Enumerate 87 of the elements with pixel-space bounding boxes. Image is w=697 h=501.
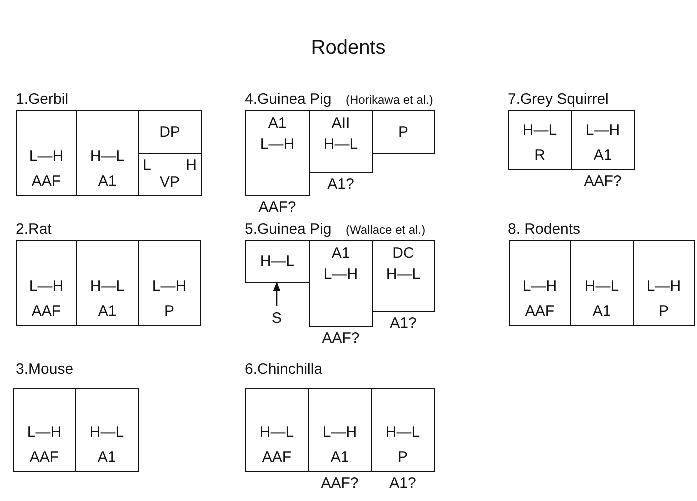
area-note: A1? bbox=[390, 316, 417, 331]
panel-heading: 4.Guinea Pig bbox=[245, 92, 332, 107]
area-text: P bbox=[658, 304, 669, 319]
area-text: A1 bbox=[268, 116, 287, 131]
panel-heading: 5.Guinea Pig bbox=[245, 222, 332, 237]
citation-text: (Wallace et al.) bbox=[346, 224, 426, 236]
area-text: L—H bbox=[522, 279, 558, 294]
area-text: H—L bbox=[260, 425, 294, 440]
area-cell bbox=[138, 110, 202, 154]
area-text: A1 bbox=[98, 304, 117, 319]
area-text: L—H bbox=[322, 425, 358, 440]
area-cell bbox=[245, 240, 310, 283]
area-cell bbox=[138, 240, 201, 326]
area-note: A1? bbox=[328, 177, 354, 192]
area-text: DC bbox=[392, 246, 414, 261]
area-text: L—H bbox=[29, 149, 64, 164]
area-text: A1 bbox=[98, 450, 116, 465]
area-cell bbox=[508, 110, 572, 170]
area-cell bbox=[13, 388, 76, 472]
arrow bbox=[273, 282, 281, 306]
area-text: H—L bbox=[260, 254, 295, 269]
area-text: H—L bbox=[584, 279, 620, 294]
area-note: AAF? bbox=[322, 331, 360, 346]
area-text: H—L bbox=[90, 425, 124, 440]
area-cell bbox=[570, 240, 634, 326]
area-text: L—H bbox=[29, 279, 64, 294]
area-text: L—H bbox=[152, 279, 187, 294]
area-text: L—H bbox=[646, 279, 682, 294]
diagram-title: Rodents bbox=[310, 38, 387, 58]
area-cell bbox=[16, 240, 77, 326]
area-text: A1 bbox=[98, 174, 117, 189]
area-text: H—L bbox=[324, 137, 358, 152]
area-text: A1 bbox=[332, 246, 350, 261]
area-cell bbox=[308, 388, 372, 472]
area-text: A1 bbox=[592, 304, 612, 319]
arrow-label: S bbox=[272, 310, 282, 326]
area-cell bbox=[75, 388, 139, 472]
area-note: AAF? bbox=[258, 200, 296, 215]
area-text: AAF bbox=[262, 450, 292, 465]
area-text: DP bbox=[160, 124, 180, 140]
area-text: P bbox=[164, 304, 174, 319]
area-text: L—H bbox=[586, 123, 620, 138]
area-note: AAF? bbox=[321, 476, 359, 491]
area-cell bbox=[245, 388, 309, 472]
area-cell bbox=[245, 110, 310, 196]
area-text: L—H bbox=[260, 137, 295, 152]
area-cell bbox=[571, 110, 635, 170]
area-cell bbox=[138, 153, 202, 196]
panel-heading: 1.Gerbil bbox=[16, 92, 69, 107]
area-text: H—L bbox=[522, 123, 558, 138]
citation-text: (Horikawa et al.) bbox=[346, 94, 434, 106]
area-text: AAF bbox=[30, 450, 60, 465]
area-text: R bbox=[534, 148, 546, 163]
panel-heading: 3.Mouse bbox=[16, 362, 74, 377]
area-cell bbox=[309, 110, 373, 173]
area-text: H—L bbox=[386, 267, 421, 282]
area-text: H—L bbox=[90, 279, 125, 294]
area-cell bbox=[309, 240, 373, 327]
area-cell bbox=[371, 388, 435, 472]
area-text: VP bbox=[160, 175, 180, 190]
area-text: AII bbox=[332, 116, 350, 131]
area-text: AAF bbox=[32, 174, 62, 189]
panel-heading: 6.Chinchilla bbox=[245, 362, 323, 377]
area-text: P bbox=[398, 124, 408, 140]
area-text: H—L bbox=[386, 425, 420, 440]
area-cell bbox=[372, 240, 435, 312]
area-cell bbox=[76, 240, 139, 326]
area-text: P bbox=[398, 450, 408, 465]
panel-heading: 8. Rodents bbox=[508, 222, 581, 237]
area-text: L—H bbox=[27, 425, 62, 440]
panel-heading: 7.Grey Squirrel bbox=[508, 92, 609, 107]
area-text: L bbox=[143, 158, 152, 173]
area-cell bbox=[76, 110, 139, 196]
area-text: L—H bbox=[324, 267, 358, 282]
area-note: A1? bbox=[390, 476, 416, 491]
area-text: A1 bbox=[330, 450, 350, 465]
panel-heading: 2.Rat bbox=[16, 222, 52, 237]
area-cell bbox=[509, 240, 571, 326]
area-note: AAF? bbox=[584, 174, 622, 189]
area-cell bbox=[16, 110, 77, 196]
area-text: AAF bbox=[525, 304, 555, 319]
area-text: H—L bbox=[90, 149, 125, 164]
area-text: A1 bbox=[594, 148, 612, 163]
area-cell bbox=[372, 110, 435, 154]
area-text: AAF bbox=[32, 304, 62, 319]
area-cell bbox=[633, 240, 695, 326]
area-text: H bbox=[186, 158, 197, 173]
